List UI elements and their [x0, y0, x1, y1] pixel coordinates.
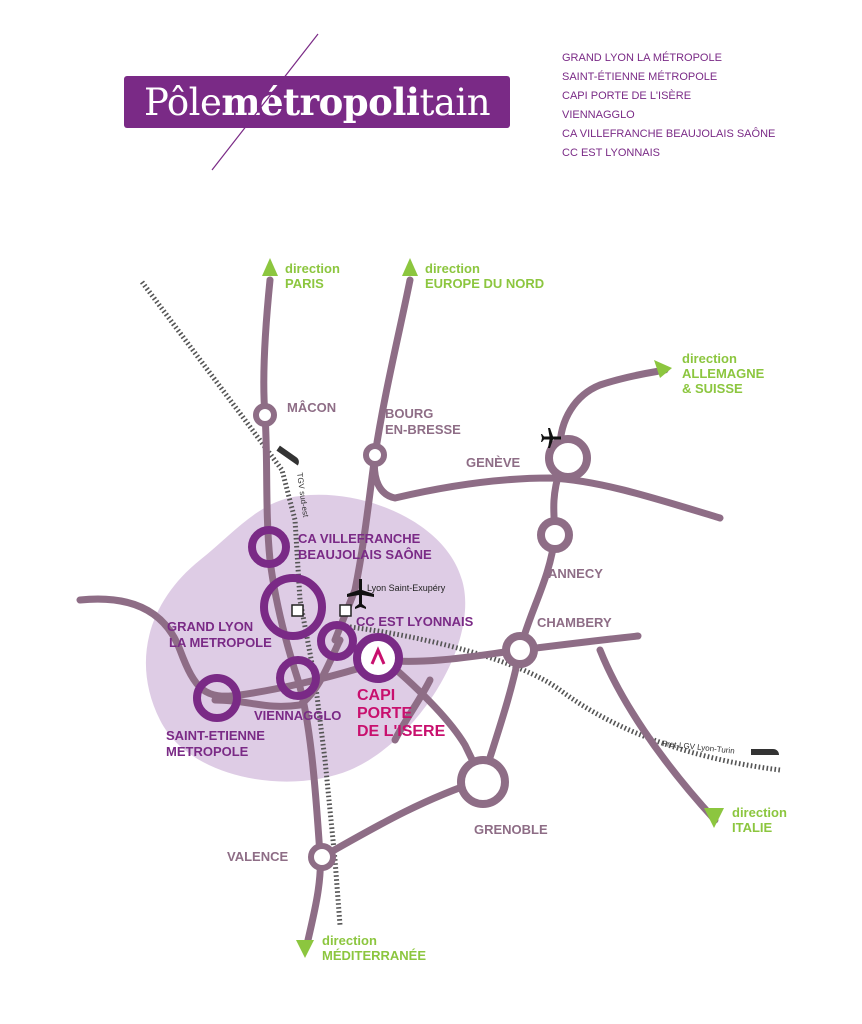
direction-allemagne: ALLEMAGNE: [682, 366, 765, 381]
city-macon: MÂCON: [287, 400, 336, 415]
arrow-right-icon: [654, 360, 672, 378]
direction-word: direction: [322, 933, 377, 948]
direction-word: direction: [425, 261, 480, 276]
station-square-icon: [291, 604, 304, 617]
railways: [139, 280, 781, 926]
member-item: VIENNAGGLO: [562, 109, 635, 121]
direction-word: direction: [682, 351, 737, 366]
city-valence: VALENCE: [227, 849, 288, 864]
area-saint-etienne: SAINT-ETIENNE: [166, 728, 265, 743]
geneve-marker: [545, 435, 591, 481]
area-villefranche: CA VILLEFRANCHE: [298, 531, 421, 546]
station-square-icon: [339, 604, 352, 617]
area-saint-etienne-line2: METROPOLE: [166, 744, 249, 759]
annecy-marker: [537, 517, 573, 553]
area-est-lyonnais: CC EST LYONNAIS: [356, 614, 474, 629]
chambery-marker: [502, 632, 538, 668]
train-icon: [751, 749, 779, 755]
capi-chevron-icon: [370, 646, 386, 665]
area-villefranche-line2: BEAUJOLAIS SAÔNE: [298, 547, 432, 562]
city-markers: [253, 403, 591, 871]
member-item: CA VILLEFRANCHE BEAUJOLAIS SAÔNE: [562, 128, 776, 140]
arrow-up-icon: [262, 258, 278, 276]
direction-arrows: [262, 258, 724, 958]
direction-mediterranee: MÉDITERRANÉE: [322, 948, 426, 963]
airplane-icon: [541, 428, 561, 448]
train-icon: [276, 445, 299, 466]
area-capi-line3: DE L'ISERE: [357, 723, 446, 740]
area-grand-lyon-line2: LA METROPOLE: [169, 635, 272, 650]
member-item: SAINT-ÉTIENNE MÉTROPOLE: [562, 71, 718, 83]
logo-part-metropoli: métropoli: [221, 80, 420, 124]
city-chambery: CHAMBERY: [537, 615, 612, 630]
direction-italie: ITALIE: [732, 820, 773, 835]
member-item: CAPI PORTE DE L'ISÈRE: [562, 90, 692, 102]
airport-label: Lyon Saint-Exupéry: [367, 583, 446, 593]
arrow-down-icon: [704, 808, 724, 828]
arrow-down-icon: [296, 940, 314, 958]
direction-word: direction: [285, 261, 340, 276]
city-bourg: BOURG: [385, 406, 433, 421]
area-viennagglo: VIENNAGGLO: [254, 708, 341, 723]
road-italie: [596, 646, 719, 824]
logo-slash: [211, 33, 319, 171]
railway-tgv-sud-est: [139, 280, 343, 926]
saint-etienne-marker: [193, 674, 241, 722]
member-markers: [193, 526, 403, 722]
area-grand-lyon: GRAND LYON: [167, 619, 253, 634]
fret-label: Fret-LGV Lyon-Turin: [662, 739, 735, 756]
logo-text: Pôlemétropolitain: [124, 76, 510, 128]
road-geneve: [370, 451, 724, 522]
member-item: CC EST LYONNAIS: [562, 147, 661, 159]
valence-marker: [308, 843, 336, 871]
member-item: GRAND LYON LA MÉTROPOLE: [562, 52, 722, 64]
city-annecy: ANNECY: [548, 566, 603, 581]
area-capi: CAPI: [357, 687, 395, 704]
member-list: GRAND LYON LA MÉTROPOLE SAINT-ÉTIENNE MÉ…: [562, 49, 775, 163]
city-geneve: GENÈVE: [466, 455, 521, 470]
grenoble-marker: [457, 756, 509, 808]
grand-lyon-marker: [260, 574, 326, 640]
road-viennagglo: [211, 636, 344, 710]
bourg-marker: [363, 443, 387, 467]
est-lyonnais-marker: [317, 621, 357, 661]
arrow-up-icon: [402, 258, 418, 276]
airplane-icon: [347, 579, 374, 609]
viennagglo-marker: [276, 656, 320, 700]
capi-marker: [353, 633, 403, 683]
road-capi-south: [391, 676, 434, 744]
road-allemagne: [556, 366, 669, 452]
direction-europe-nord: EUROPE DU NORD: [425, 276, 544, 291]
area-capi-line2: PORTE: [357, 705, 412, 722]
railway-fret-lyon-turin: [341, 623, 781, 773]
city-bourg-en-bresse: EN-BRESSE: [385, 422, 461, 437]
direction-suisse: & SUISSE: [682, 381, 743, 396]
villefranche-marker: [248, 526, 290, 568]
macon-marker: [253, 403, 277, 427]
logo: Pôlemétropolitain: [124, 76, 510, 128]
road-grenoble-valence: [318, 776, 486, 861]
city-grenoble: GRENOBLE: [474, 822, 548, 837]
logo-part-pole: Pôle: [143, 81, 222, 124]
direction-paris: PARIS: [285, 276, 324, 291]
direction-word: direction: [732, 805, 787, 820]
logo-part-tain: tain: [419, 81, 491, 124]
